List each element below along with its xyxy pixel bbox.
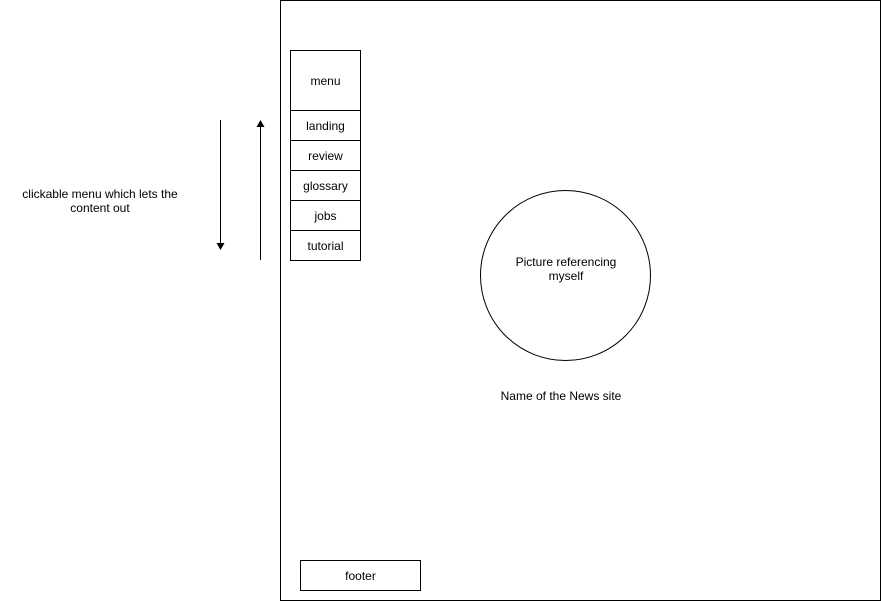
picture-line-1: Picture referencing (515, 255, 617, 269)
menu-item-review[interactable]: review (290, 140, 361, 171)
menu-item-label: jobs (314, 208, 337, 223)
annotation-line-2: content out (70, 201, 130, 215)
site-name: Name of the News site (500, 389, 622, 403)
menu: menu landing review glossary jobs tutori… (290, 50, 361, 261)
profile-picture (480, 190, 651, 361)
menu-item-label: landing (306, 118, 345, 133)
menu-item-tutorial[interactable]: tutorial (290, 230, 361, 261)
picture-line-2: myself (548, 269, 584, 283)
menu-item-label: tutorial (307, 238, 344, 253)
arrow-up-icon (256, 120, 265, 260)
menu-title: menu (310, 73, 341, 88)
footer-label: footer (345, 568, 376, 583)
menu-item-jobs[interactable]: jobs (290, 200, 361, 231)
menu-item-label: review (308, 148, 343, 163)
profile-picture-caption: Picture referencing myself (496, 255, 636, 283)
footer: footer (300, 560, 421, 591)
menu-annotation: clickable menu which lets the content ou… (18, 187, 182, 215)
menu-item-label: glossary (303, 178, 348, 193)
menu-item-landing[interactable]: landing (290, 110, 361, 141)
menu-button[interactable]: menu (290, 50, 361, 111)
arrow-down-icon (216, 120, 225, 250)
annotation-line-1: clickable menu which lets the (22, 187, 178, 201)
menu-item-glossary[interactable]: glossary (290, 170, 361, 201)
